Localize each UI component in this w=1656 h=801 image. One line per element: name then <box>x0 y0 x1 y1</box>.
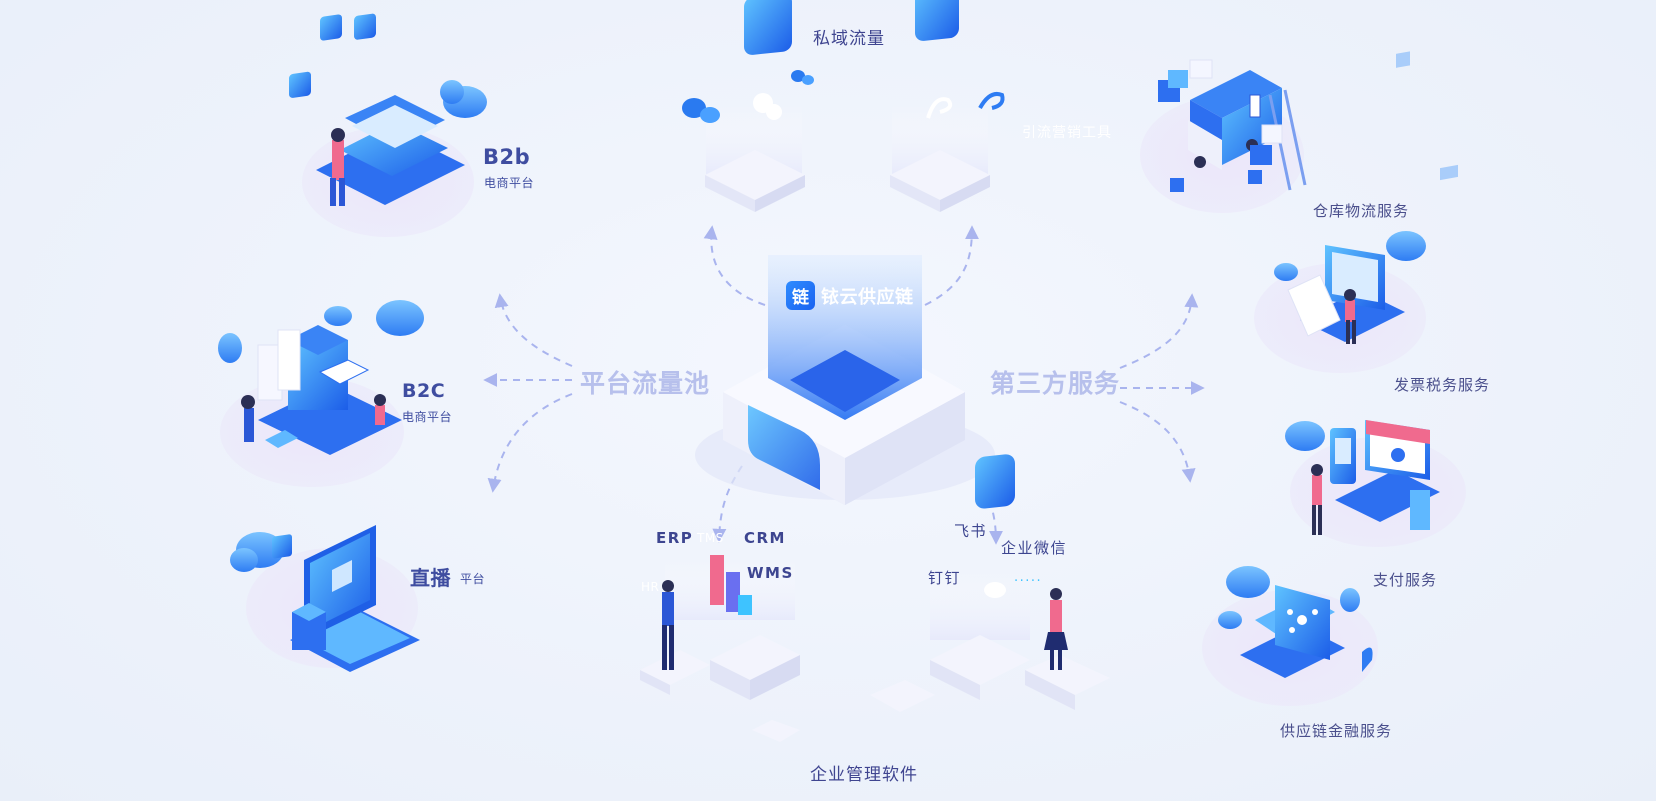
erp-pedestal <box>640 555 800 742</box>
finance-laptop-illustration <box>1202 566 1378 706</box>
wechat-pedestal <box>682 0 814 212</box>
label-b2b-subtitle: 电商平台 <box>484 176 535 190</box>
label-invoice-service: 发票税务服务 <box>1394 376 1491 394</box>
label-enterprise-software: 企业管理软件 <box>810 765 918 785</box>
label-b2b-title: B2b <box>483 145 531 169</box>
label-erp: ERP <box>656 529 694 547</box>
miniprogram-pedestal <box>890 0 1005 212</box>
brand-name: 铱云供应链 <box>821 286 914 308</box>
label-tms: TMS <box>697 531 724 545</box>
label-b2c-subtitle: 电商平台 <box>402 410 453 424</box>
payment-shop-illustration <box>1285 164 1466 547</box>
label-dingtalk: 钉钉 <box>928 569 962 587</box>
label-marketing-tools: 引流营销工具 <box>1022 125 1112 141</box>
warehouse-truck-illustration <box>1140 59 1307 213</box>
b2b-store-illustration <box>289 13 487 237</box>
label-finance-service: 供应链金融服务 <box>1280 722 1393 740</box>
b2c-store-illustration <box>218 300 424 487</box>
live-laptop-illustration <box>230 525 420 672</box>
invoice-computer-illustration <box>1254 51 1426 373</box>
label-b2c-title: B2C <box>402 380 446 402</box>
label-ellipsis: ..... <box>1014 570 1043 585</box>
label-feishu: 飞书 <box>954 522 988 540</box>
label-live-title: 直播 <box>410 566 451 590</box>
label-payment-service: 支付服务 <box>1373 571 1438 589</box>
hub-label-third-party: 第三方服务 <box>990 369 1121 398</box>
flow-arrows <box>483 225 1205 545</box>
label-private-traffic: 私域流量 <box>813 29 885 49</box>
dingtalk-pedestal <box>870 454 1110 712</box>
label-warehouse-service: 仓库物流服务 <box>1313 202 1410 220</box>
label-wecom: 企业微信 <box>1001 539 1068 557</box>
brand-logo-icon: 链 <box>786 281 815 310</box>
label-crm: CRM <box>744 529 786 547</box>
center-brand: 链 铱云供应链 <box>786 281 914 310</box>
label-live-subtitle: 平台 <box>460 572 486 586</box>
label-hr: HR <box>641 580 660 594</box>
hub-label-platform-traffic: 平台流量池 <box>580 369 711 398</box>
label-wms: WMS <box>747 564 794 582</box>
